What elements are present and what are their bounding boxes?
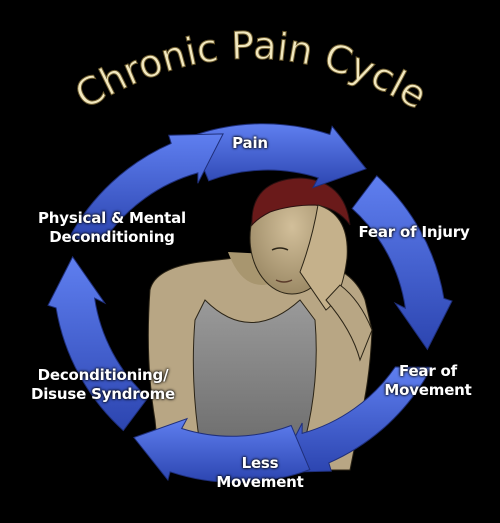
arrow-deconditioning-to-physical-mental bbox=[47, 255, 149, 432]
stage-label-pain: Pain bbox=[232, 134, 268, 152]
arrow-less-movement-to-deconditioning bbox=[133, 417, 311, 484]
stage-label-physical-mental-deconditioning: Physical & Mental Deconditioning bbox=[37, 209, 186, 246]
stage-label-less-movement: Less Movement bbox=[216, 454, 304, 491]
arrow-pain-to-fear-of-injury bbox=[189, 123, 367, 189]
stage-label-fear-of-movement: Fear of Movement bbox=[384, 362, 472, 399]
diagram-title: Chronic Pain Cycle bbox=[68, 23, 435, 117]
arrow-fear-of-injury-to-fear-of-movement bbox=[351, 175, 453, 351]
stage-label-fear-of-injury: Fear of Injury bbox=[358, 223, 470, 241]
stage-label-deconditioning-disuse: Deconditioning/ Disuse Syndrome bbox=[30, 366, 176, 403]
arrow-physical-mental-to-pain bbox=[67, 133, 224, 240]
woman-illustration bbox=[147, 177, 373, 471]
